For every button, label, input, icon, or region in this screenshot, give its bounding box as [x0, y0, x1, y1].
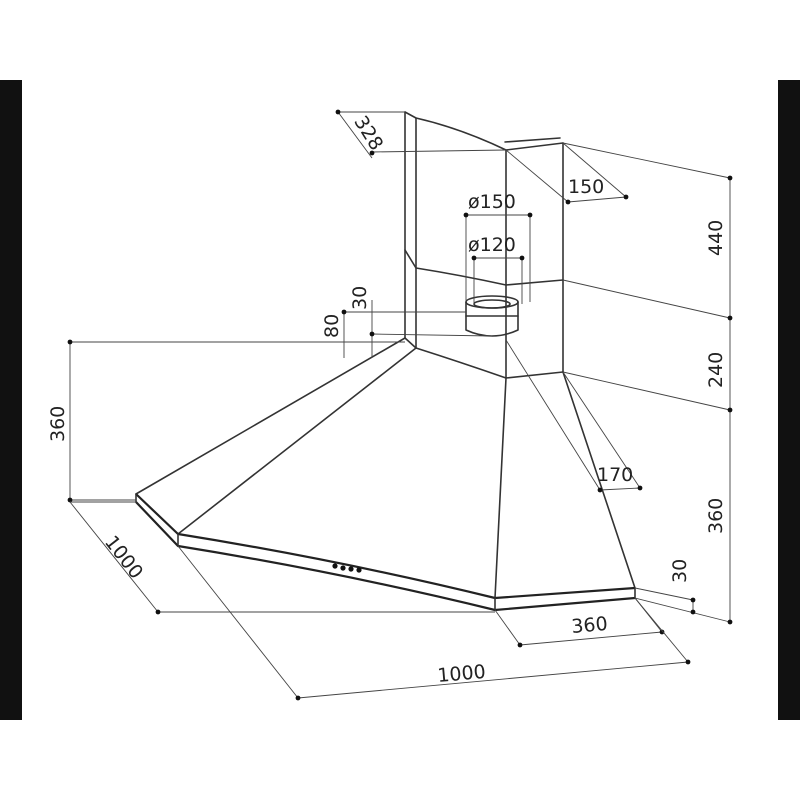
label-chimney-upper-height: 440 [705, 220, 727, 256]
canopy-front-slope [494, 377, 507, 599]
label-front-length: 1000 [437, 661, 487, 687]
dim-440-ext-bottom [562, 279, 731, 319]
label-left-side-length: 1000 [100, 532, 147, 584]
canopy-right-slope [562, 371, 636, 589]
dim-1000-front-ext-right [634, 597, 689, 663]
label-canopy-height-right: 360 [705, 498, 727, 534]
dim-170-line [599, 487, 641, 491]
dim-360-ext-bottom [634, 597, 731, 623]
label-chimney-depth: 328 [349, 112, 387, 154]
control-button-3 [348, 566, 354, 572]
dim-150-ext-right [562, 142, 627, 198]
label-canopy-front-slope: 170 [597, 464, 633, 486]
canopy-left-top-slope [135, 337, 406, 495]
chimney-top-edge [404, 111, 564, 151]
label-chimney-lower-height: 240 [705, 352, 727, 388]
base-top-edge [135, 493, 636, 600]
canopy-left-slope [177, 347, 417, 535]
dim-328-line [337, 111, 373, 159]
label-collar-offset: 30 [349, 286, 371, 310]
label-front-panel-width: 360 [571, 613, 609, 638]
dim-30-collar-ext [371, 333, 493, 337]
hood-outline [135, 111, 636, 612]
label-base-thickness: 30 [669, 559, 691, 583]
label-outlet-outer-diameter: ø150 [468, 191, 516, 213]
dim-1000-front-line [297, 661, 689, 699]
label-outlet-inner-diameter: ø120 [468, 234, 516, 256]
control-button-4 [356, 567, 362, 573]
base-bottom-edge [135, 501, 636, 612]
dim-150-ext-left [505, 149, 569, 203]
dim-170-ext-right [562, 371, 641, 489]
right-frame-bar [778, 80, 800, 720]
dim-360-front-ext-left [494, 609, 521, 646]
dim-1000-front-ext-left [177, 545, 299, 699]
dim-360-front-line [519, 631, 663, 646]
label-collar-height: 80 [321, 314, 343, 338]
canopy-top-edge [404, 337, 564, 379]
dimension-lines [67, 109, 733, 701]
dim-240-ext-bottom [562, 371, 731, 411]
chimney-joint [404, 249, 564, 286]
dim-30-base-ext [634, 587, 694, 601]
dim-440-ext-top [562, 142, 731, 179]
label-canopy-height-left: 360 [47, 406, 69, 442]
dim-328-ext-bottom [371, 149, 507, 153]
control-button-1 [332, 563, 338, 569]
label-chimney-front-width: 150 [568, 176, 604, 198]
control-button-2 [340, 565, 346, 571]
left-frame-bar [0, 80, 22, 720]
dim-170-ext-left [505, 339, 601, 491]
chimney-top-back [504, 137, 561, 143]
dim-1000-left-line [69, 501, 159, 613]
dim-150-line [567, 196, 627, 203]
outlet-collar-inner [473, 299, 511, 309]
